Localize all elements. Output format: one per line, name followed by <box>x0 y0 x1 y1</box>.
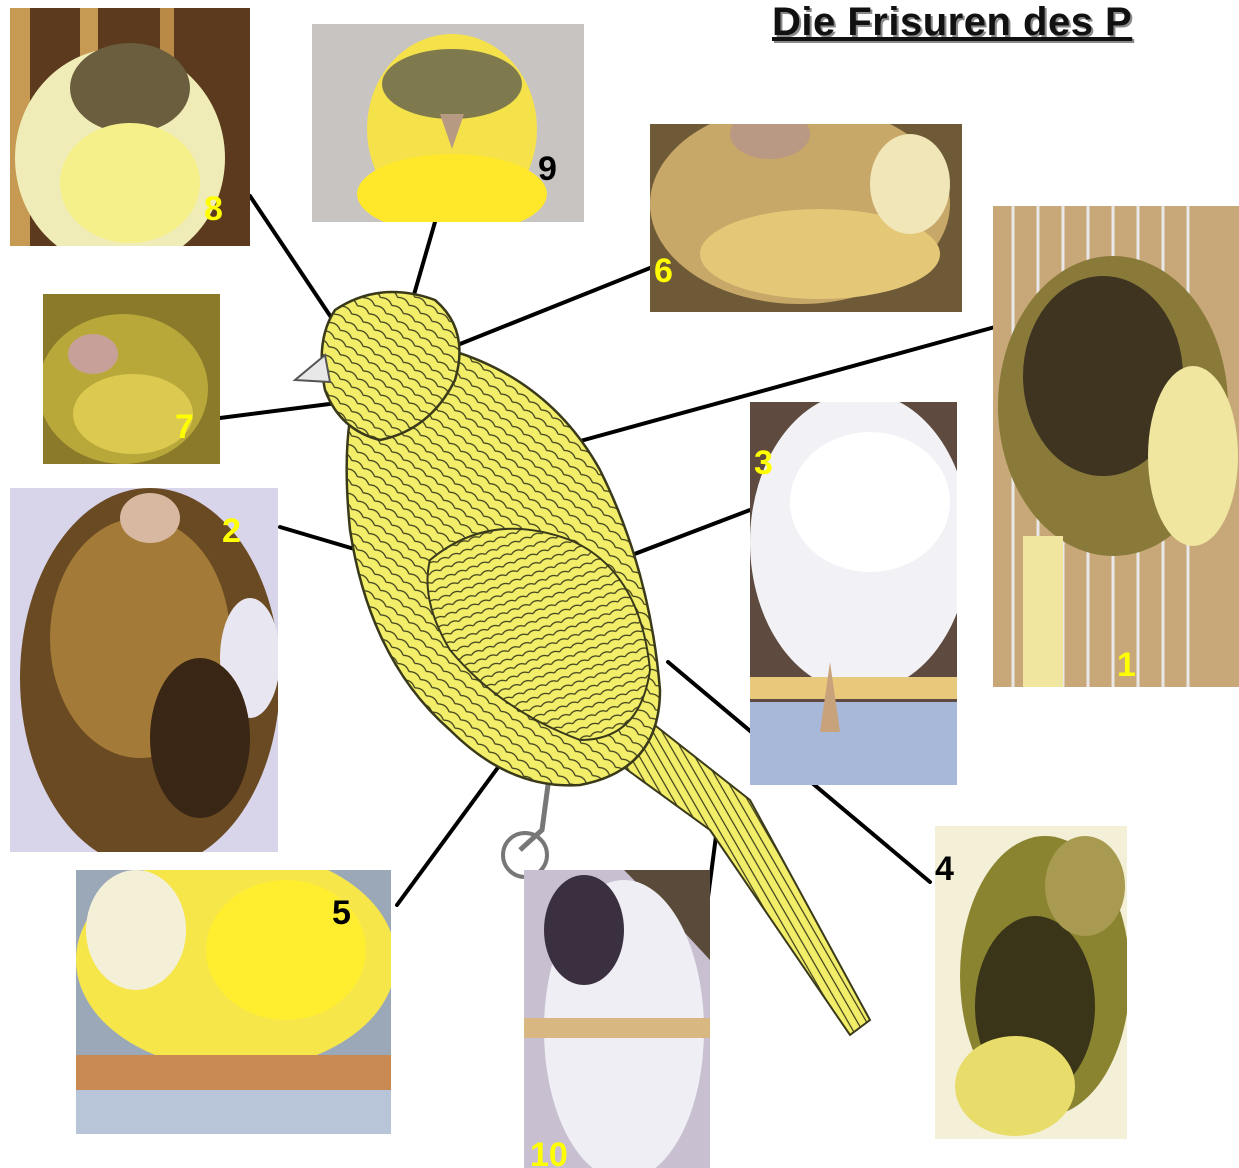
photo-1: 1 <box>993 206 1239 687</box>
photo-6: 6 <box>650 124 962 312</box>
photo-8: 8 <box>10 8 250 246</box>
photo-label-4: 4 <box>935 852 954 886</box>
photo-7: 7 <box>43 294 220 464</box>
photo-label-8: 8 <box>204 192 223 226</box>
photo-label-9: 9 <box>538 152 557 186</box>
photo-5: 5 <box>76 870 391 1134</box>
photo-4: 4 <box>935 826 1127 1139</box>
photo-label-1: 1 <box>1117 648 1136 682</box>
photo-2: 2 <box>10 488 278 852</box>
page-title: Die Frisuren des P <box>772 0 1132 45</box>
bird-beak <box>295 355 330 382</box>
photo-label-10: 10 <box>530 1138 568 1168</box>
photo-10: 10 <box>524 870 710 1168</box>
photo-label-5: 5 <box>332 896 351 930</box>
photo-9: 9 <box>312 24 584 222</box>
photo-3: 3 <box>750 402 957 785</box>
photo-label-3: 3 <box>754 446 773 480</box>
photo-label-7: 7 <box>175 410 194 444</box>
photo-label-2: 2 <box>222 514 241 548</box>
photo-label-6: 6 <box>654 254 673 288</box>
